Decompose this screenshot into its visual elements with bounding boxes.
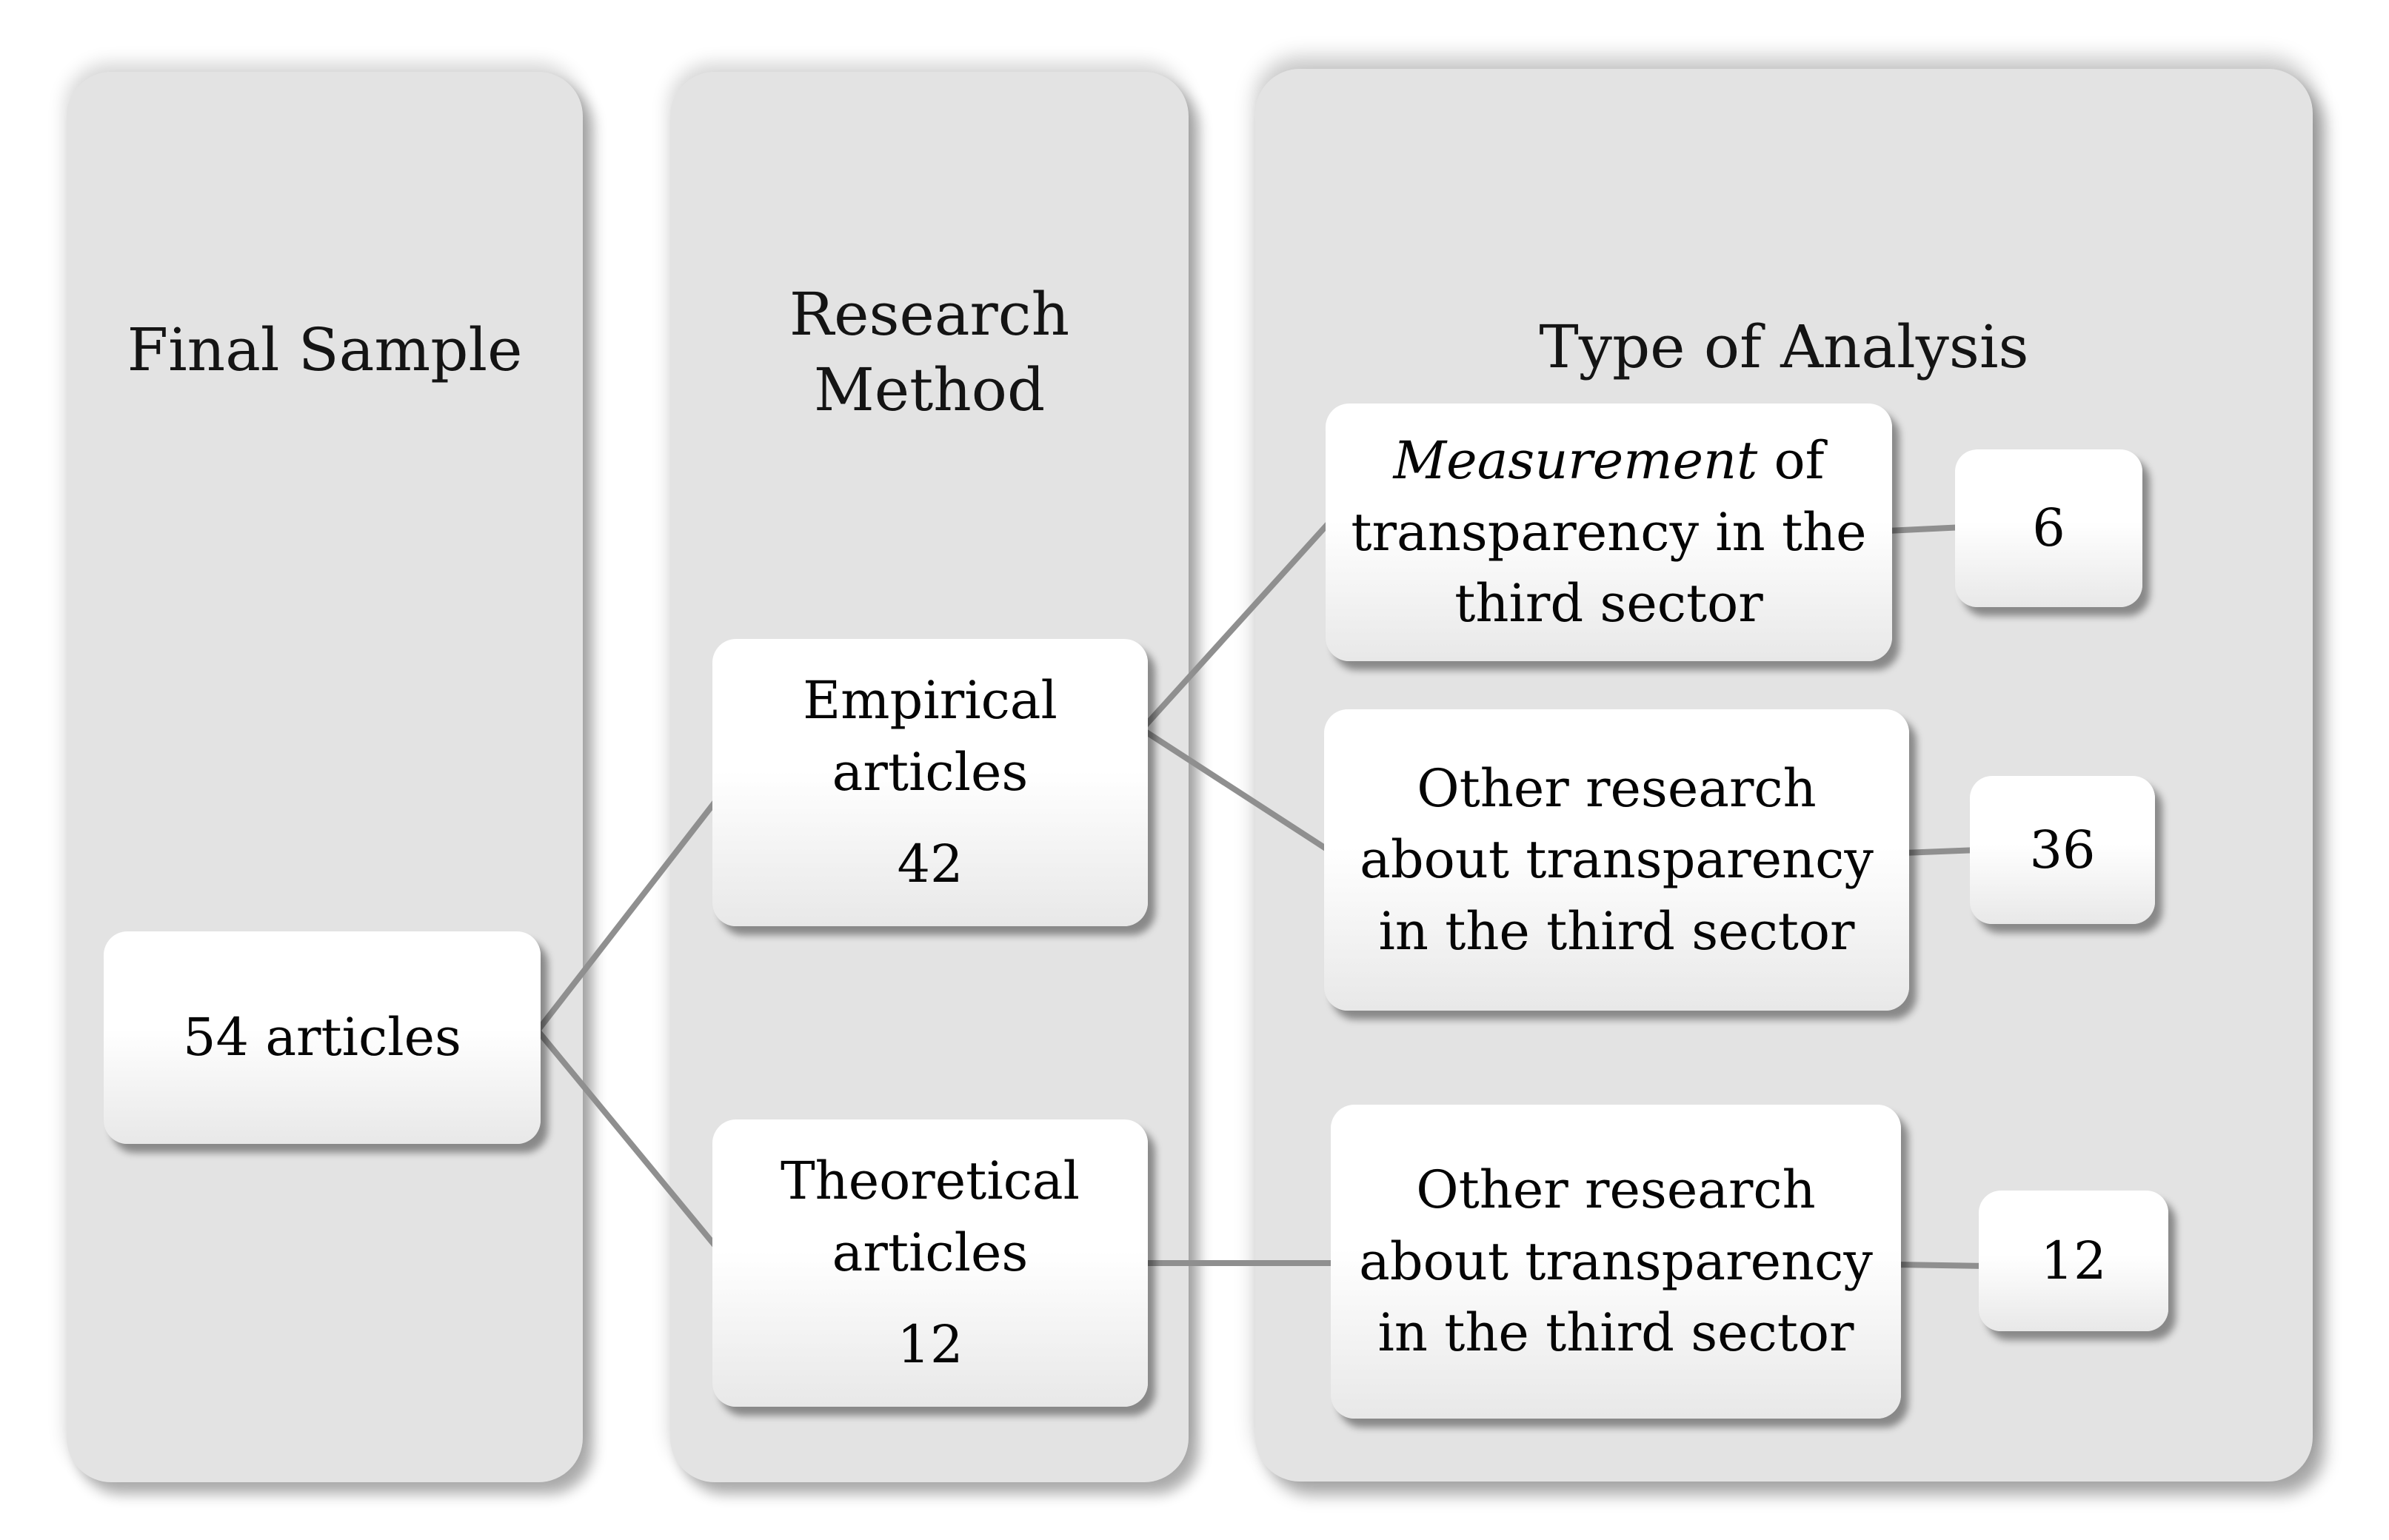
connector-measurement-count6 [1884,524,1967,534]
node-other-empirical-label: Other research about transparency in the… [1360,757,1874,962]
node-theoretical-count: 12 [897,1314,963,1376]
count-36-value: 36 [2029,819,2096,880]
node-measurement-label-body: transparency in the third sector [1351,501,1867,635]
node-measurement-label-italic: Measurement [1393,430,1758,492]
connector-sample-empirical [535,780,732,1034]
node-count-other-empirical: 36 [1970,776,2155,924]
node-other-research-theoretical: Other research about transparency in the… [1331,1105,1901,1419]
connector-other-research-count12 [1893,1262,1991,1269]
node-measurement-label-rest: of [1757,430,1825,492]
connector-empirical-other-research [1139,726,1347,863]
connector-empirical-measurement [1139,515,1336,732]
node-sample-label: 54 articles [183,1007,461,1068]
node-empirical-label: Empirical articles [803,670,1057,803]
node-measurement-title-line: Measurement of [1393,425,1824,497]
panel-title-type-of-analysis: Type of Analysis [1539,312,2029,381]
count-12-value: 12 [2040,1230,2107,1291]
node-count-measurement: 6 [1955,449,2142,607]
node-theoretical-articles: Theoretical articles 12 [712,1119,1148,1407]
node-other-research-empirical: Other research about transparency in the… [1324,709,1909,1011]
count-6-value: 6 [2032,498,2065,559]
node-theoretical-label: Theoretical articles [780,1151,1080,1283]
connector-other-research-count36 [1900,847,1982,856]
node-empirical-count: 42 [897,834,963,895]
node-count-other-theoretical: 12 [1979,1191,2168,1331]
node-final-sample-54-articles: 54 articles [104,931,541,1144]
panel-title-research-method: Research Method [789,280,1070,424]
node-other-theoretical-label: Other research about transparency in the… [1359,1159,1873,1364]
node-measurement-of-transparency: Measurement of transparency in the third… [1326,404,1892,661]
node-empirical-articles: Empirical articles 42 [712,639,1148,926]
connector-sample-theoretical [535,1028,732,1266]
panel-final-sample: Final Sample [67,72,583,1482]
panel-title-final-sample: Final Sample [127,315,523,384]
